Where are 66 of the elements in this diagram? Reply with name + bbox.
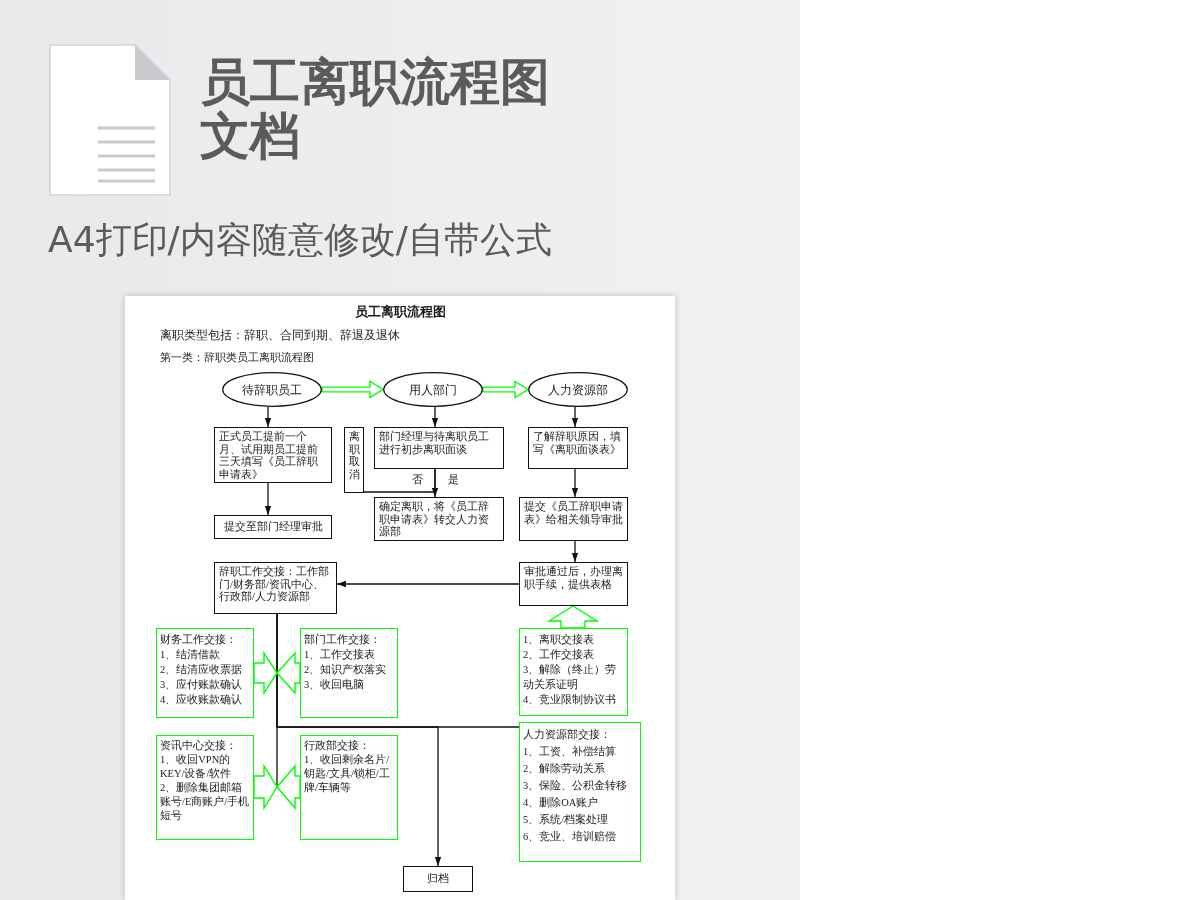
list-item: 3、保险、公积金转移: [523, 779, 629, 793]
edge-label: 是: [447, 473, 460, 486]
list-item: 1、结清借款: [160, 648, 222, 662]
box-heading: 财务工作交接：: [160, 633, 238, 647]
list-item: 4、竞业限制协议书: [523, 693, 618, 707]
process-box: 审批通过后，办理离职手续，提供表格: [519, 562, 628, 606]
role-ellipse: 用人部门: [383, 372, 483, 407]
list-item: 1、收回VPN的KEY/设备/软件: [160, 753, 233, 781]
process-box: 辞职工作交接：工作部门/财务部/资讯中心、行政部/人力资源部: [214, 562, 337, 614]
arrow: [431, 468, 439, 498]
list-item: 6、竞业、培训赔偿: [523, 830, 618, 844]
block-arrow: [276, 764, 301, 810]
block-arrow: [546, 605, 600, 629]
list-item: 2、解除劳动关系: [523, 762, 607, 776]
arrow: [264, 406, 272, 428]
block-arrow: [482, 380, 530, 399]
block-arrow: [276, 651, 301, 695]
box-heading: 资讯中心交接：: [160, 739, 238, 753]
process-box: 归档: [403, 866, 473, 892]
process-box: 离职取消: [344, 427, 364, 493]
handover-box: [519, 722, 641, 862]
list-item: 1、工资、补偿结算: [523, 745, 618, 759]
handover-box: [156, 628, 254, 718]
arrow: [571, 406, 579, 428]
list-item: 1、工作交接表: [304, 648, 377, 662]
process-box: 提交《员工辞职申请表》给相关领导审批: [519, 497, 628, 541]
arrow: [336, 580, 520, 588]
handover-box: [156, 735, 254, 840]
list-item: 2、删除集团邮箱账号/E商账户/手机短号: [160, 781, 250, 823]
arrow: [571, 540, 579, 563]
block-arrow: [253, 763, 278, 811]
process-box: 部门经理与待离职员工进行初步离职面谈: [374, 427, 504, 469]
handover-box: [519, 628, 628, 716]
process-box: 确定离职，将《员工辞职申请表》转交人力资源部: [374, 497, 504, 541]
edge-label: 否: [411, 473, 424, 486]
connector-line: [276, 613, 278, 788]
list-item: 3、收回电脑: [304, 678, 366, 692]
handover-box: [300, 628, 398, 718]
arrow: [264, 482, 272, 516]
process-box: 提交至部门经理审批: [214, 515, 332, 539]
list-item: 1、收回剩余名片/钥匙/文具/锁柜/工牌/车辆等: [304, 753, 391, 795]
role-ellipse: 人力资源部: [528, 372, 628, 407]
role-ellipse: 待辞职员工: [222, 372, 322, 407]
block-arrow: [321, 380, 385, 399]
list-item: 5、系统/档案处理: [523, 812, 610, 827]
intro-text: 离职类型包括：辞职、合同到期、辞退及退休: [160, 328, 400, 343]
document-title: 员工离职流程图: [354, 304, 446, 320]
subtitle: A4打印/内容随意修改/自带公式: [48, 218, 552, 262]
process-box: 了解辞职原因，填写《离职面谈表》: [528, 427, 628, 469]
list-item: 2、知识产权落实: [304, 663, 388, 677]
arrow: [431, 406, 439, 428]
box-heading: 人力资源部交接：: [523, 728, 612, 742]
handover-box: [300, 735, 398, 840]
list-item: 2、结清应收票据: [160, 663, 244, 677]
process-box: 正式员工提前一个月、试用期员工提前三天填写《员工辞职申请表》: [214, 427, 332, 483]
list-item: 3、解除（终止）劳动关系证明: [523, 663, 618, 692]
box-heading: 行政部交接：: [304, 739, 371, 753]
list-item: 1、离职交接表: [523, 633, 596, 647]
list-item: 4、删除OA账户: [523, 796, 600, 810]
page-title: 员工离职流程图文档: [200, 55, 551, 163]
list-item: 2、工作交接表: [523, 648, 596, 662]
block-arrow: [253, 650, 278, 696]
box-heading: 部门工作交接：: [304, 633, 382, 647]
list-item: 3、应付账款确认: [160, 678, 244, 692]
list-item: 4、应收账款确认: [160, 693, 244, 707]
arrow: [571, 468, 579, 498]
